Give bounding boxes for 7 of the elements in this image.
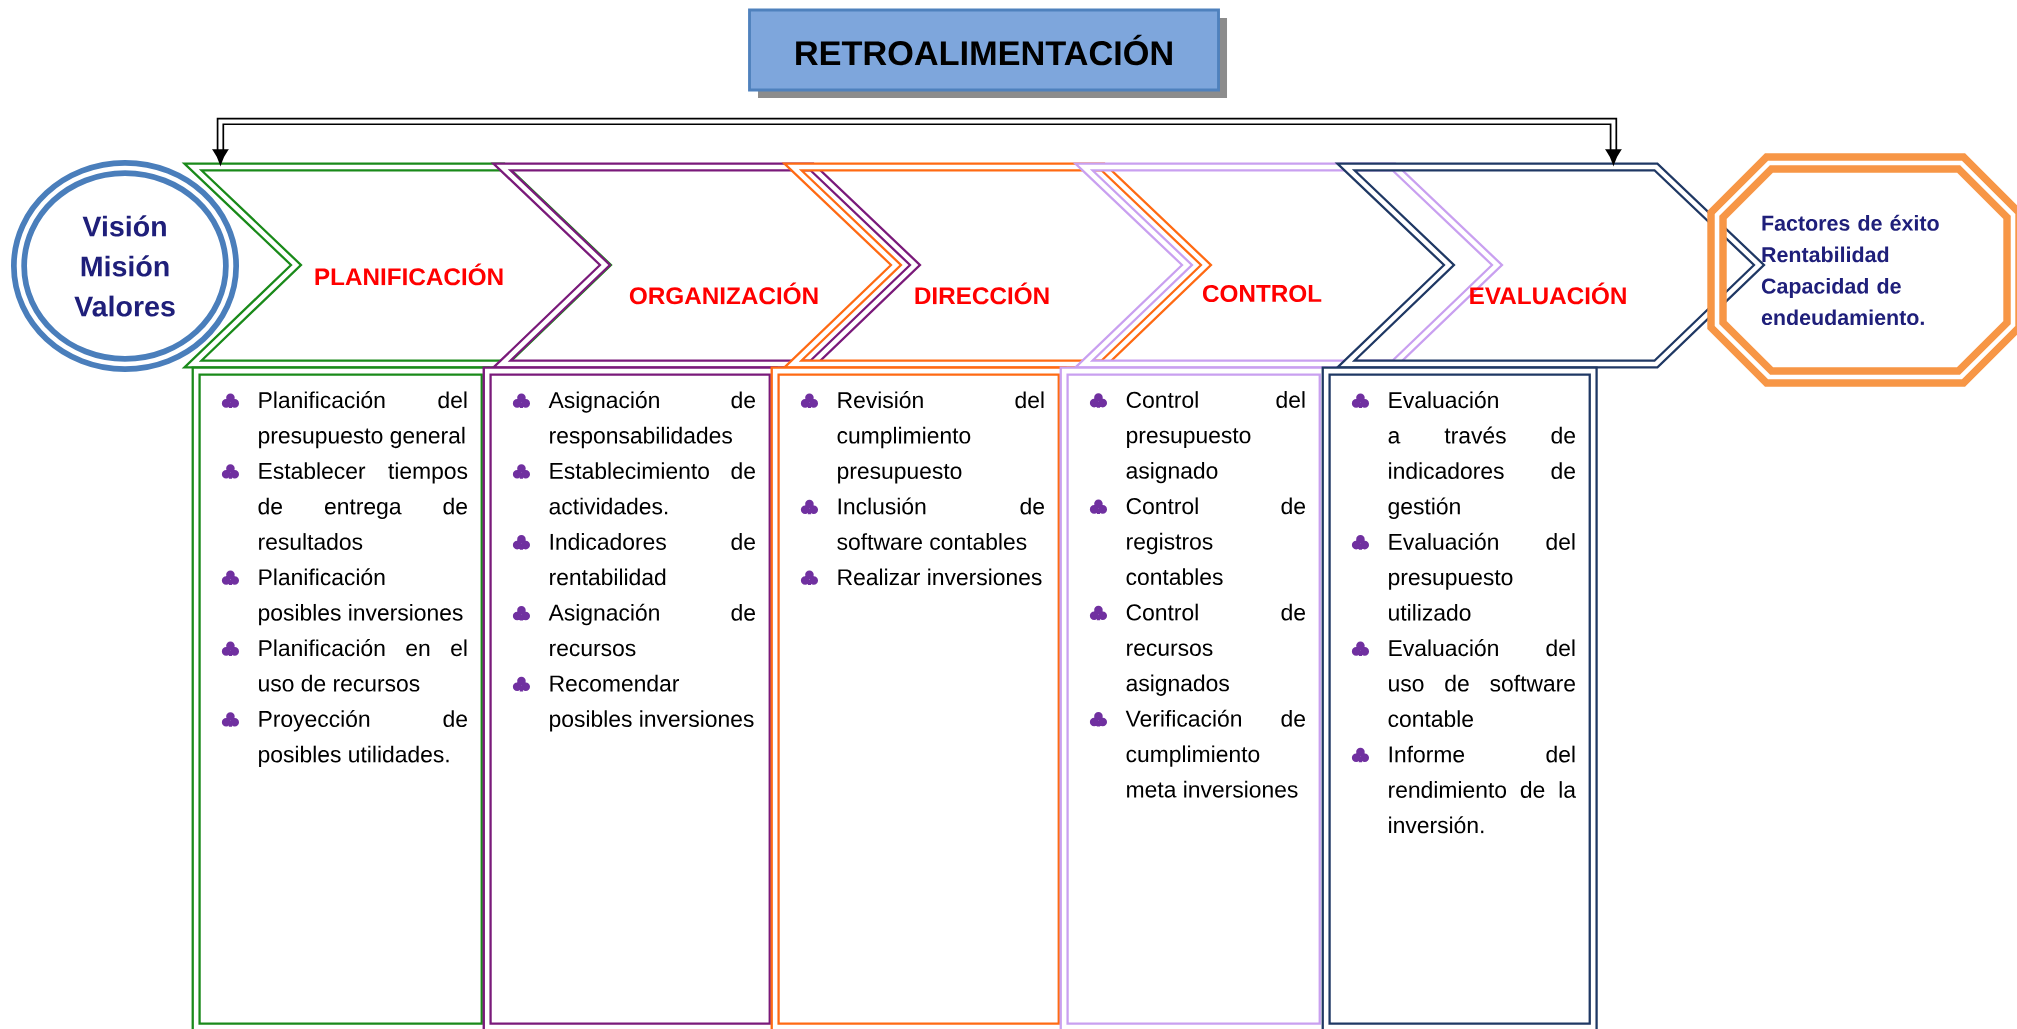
list-box: Revisión del cumplimiento presupuesto Inclusión de software contables Realizar inversiones [770,366,1067,1029]
list-box: Control del presupuesto asignado Control de registros contables Control de recursos asignados Verificación de cumplimiento meta inversiones [1059,366,1328,1029]
title-box: RETROALIMENTACIÓN [748,8,1227,98]
list-box: Evaluación a través de indicadores de gestión Evaluación del presupuesto utilizado Evaluación del uso de software contable Informe del rendimiento de la inversión. [1321,366,1598,1029]
list-box: Asignación de responsabilidades Establecimiento de actividades. Indicadores de rentabilidad Asignación de recursos Recomendar posibles inversiones [482,366,778,1029]
feedback-arrow [212,117,1622,165]
list-box: Planificación del presupuesto general Establecer tiempos de entrega de resultados Planificación posibles inversiones Planificación en el uso de recursos Proyección de posibles utilidades. [191,366,490,1029]
